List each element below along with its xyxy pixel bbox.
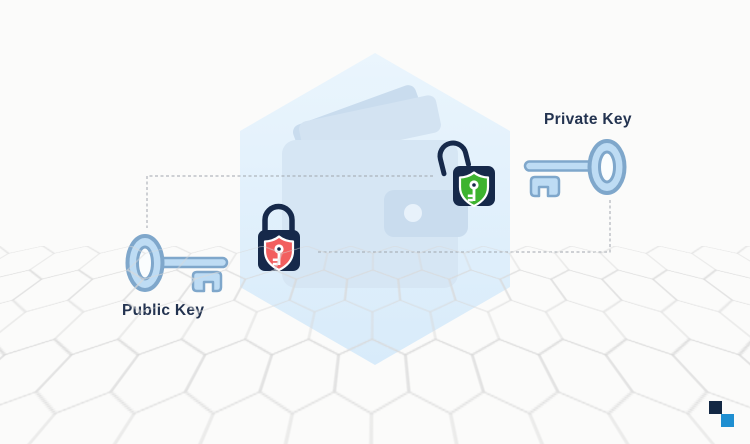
padlock-shackle-open — [437, 140, 472, 177]
key-glyph — [272, 244, 284, 266]
corner-square-navy — [709, 401, 722, 414]
private-key-icon — [523, 139, 627, 198]
dashed-connector-private — [318, 200, 611, 253]
key-glyph — [467, 180, 479, 202]
wallet-clasp — [384, 190, 468, 237]
locked-padlock-icon — [258, 203, 300, 272]
dashed-connector-public — [146, 175, 433, 228]
unlocked-padlock-icon — [437, 140, 495, 208]
corner-square-blue — [721, 414, 734, 427]
private-key-label: Private Key — [544, 111, 632, 128]
wallet-clasp-button — [404, 204, 422, 222]
public-key-label: Public Key — [122, 302, 205, 319]
wallet-icon — [282, 85, 468, 288]
wallet-body — [282, 140, 458, 288]
public-key-icon — [125, 234, 229, 293]
padlock-shackle-closed — [262, 203, 295, 232]
